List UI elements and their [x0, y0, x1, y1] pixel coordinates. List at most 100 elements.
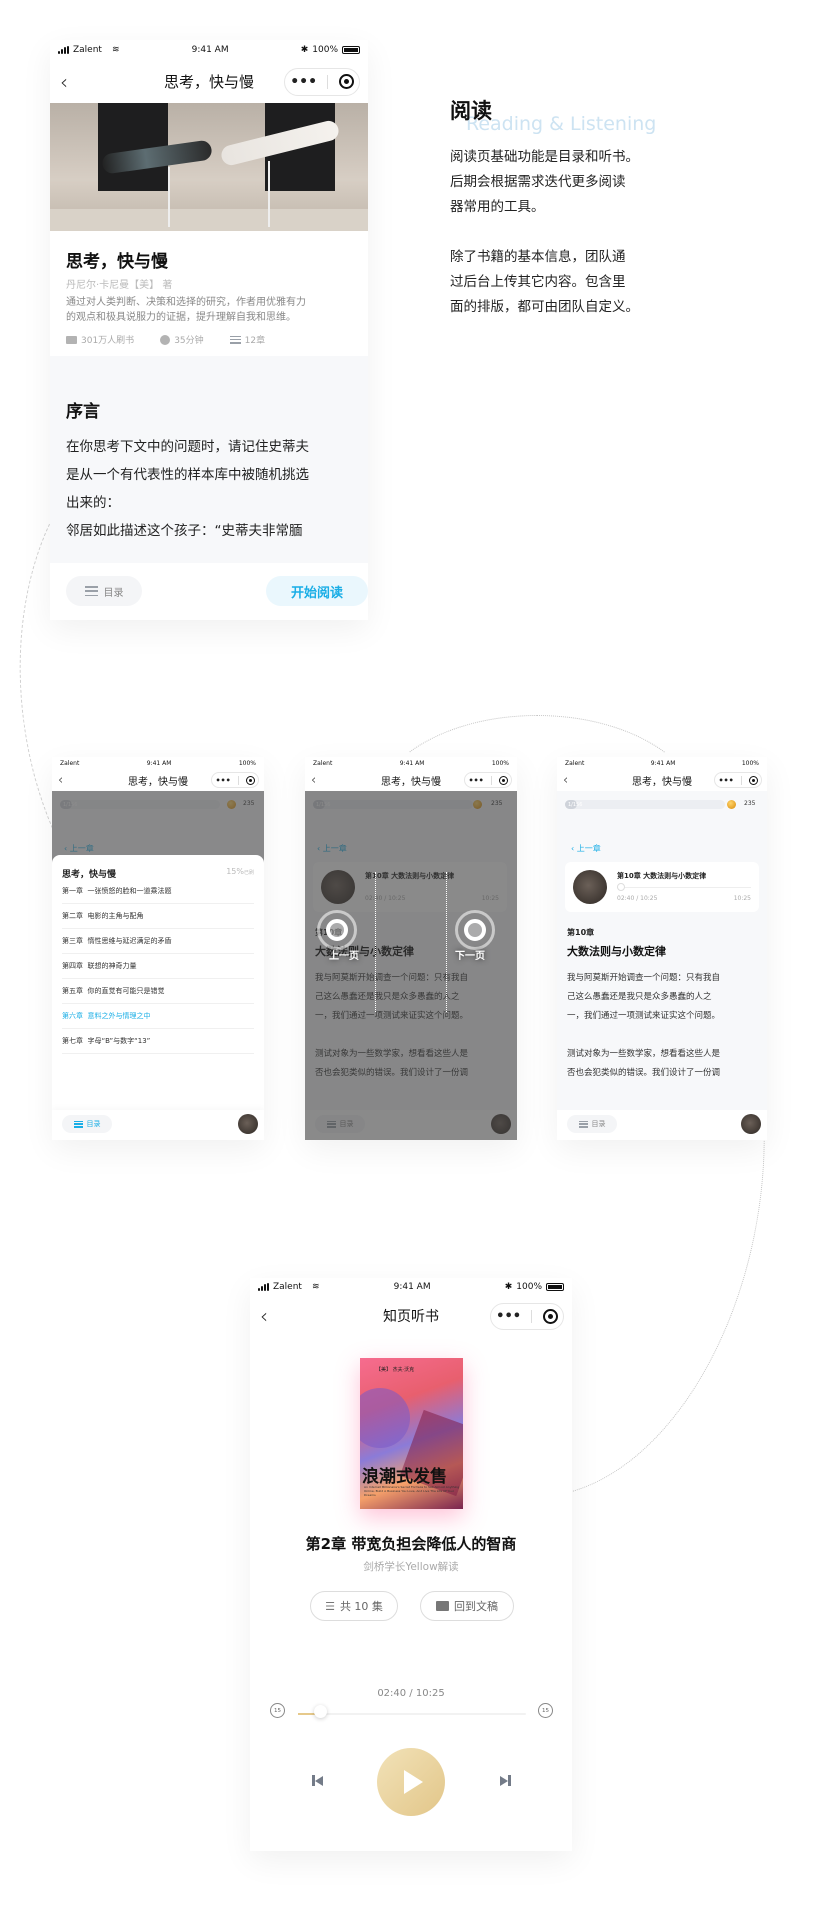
connector-arc-middle: [372, 715, 702, 915]
close-target-icon[interactable]: [542, 1308, 558, 1324]
battery-icon: [342, 46, 360, 54]
tap-prev-page-icon[interactable]: [317, 910, 357, 950]
back-to-text-button[interactable]: 回到文稿: [420, 1591, 514, 1621]
chapter-title: 大数法则与小数定律: [567, 945, 666, 958]
chapter-item[interactable]: 第七章 字母“B”与数字“13”: [62, 1029, 254, 1054]
preface-text: 在你思考下文中的问题时，请记住史蒂夫 是从一个有代表性的样本库中被随机挑选 出来…: [66, 439, 309, 539]
seek-knob[interactable]: [314, 1705, 327, 1718]
audio-mini-player[interactable]: [741, 1114, 761, 1134]
chapter-item[interactable]: 第三章 惰性思维与延迟满足的矛盾: [62, 929, 254, 954]
close-target-icon[interactable]: [748, 775, 758, 785]
seek-progress: [298, 1713, 320, 1715]
mini-program-capsule: •••: [211, 772, 259, 788]
annotation-panel: Reading & Listening 阅读 阅读页基础功能是目录和听书。 后期…: [450, 95, 710, 320]
status-bar: Zalent≋ 9:41 AM ✱100%: [50, 40, 368, 60]
back-button[interactable]: ‹: [311, 772, 317, 788]
signal-icon: [58, 46, 69, 54]
annotation-paragraph-2: 除了书籍的基本信息，团队通 过后台上传其它内容。包含里 面的排版，都可由团队自定…: [450, 249, 639, 315]
prev-chapter-link[interactable]: ‹ 上一章: [571, 844, 601, 853]
episode-title: 第2章 带宽负担会降低人的智商: [305, 1535, 517, 1553]
cover-title: 浪潮式发售: [362, 1467, 447, 1487]
nav-title: 知页听书: [383, 1309, 439, 1325]
tap-zone-divider-right: [446, 872, 447, 1012]
signal-icon: [258, 1283, 269, 1291]
battery-icon: [546, 1283, 564, 1291]
bluetooth-icon: ✱: [504, 1282, 513, 1292]
list-icon: [229, 335, 241, 344]
coin-count: 235: [744, 800, 756, 807]
chapters-stat: 12章: [229, 333, 265, 346]
more-icon[interactable]: •••: [290, 73, 318, 90]
close-target-icon[interactable]: [338, 74, 354, 89]
annotation-paragraph-1: 阅读页基础功能是目录和听书。 后期会根据需求迭代更多阅读 器常用的工具。: [450, 149, 639, 215]
more-icon[interactable]: •••: [496, 1308, 522, 1324]
play-button[interactable]: [377, 1748, 445, 1816]
playback-time: 02:40 / 10:25: [377, 1688, 445, 1699]
chapter-item[interactable]: 第四章 联想的神奇力量: [62, 954, 254, 979]
audio-progress-knob[interactable]: [617, 883, 625, 891]
coin-icon: [727, 800, 736, 809]
toc-button[interactable]: 目录: [567, 1115, 617, 1133]
rewind-15-button[interactable]: 15: [270, 1703, 285, 1718]
wifi-icon: ≋: [311, 1282, 320, 1292]
previous-track-button[interactable]: [312, 1775, 323, 1786]
more-icon[interactable]: •••: [215, 775, 231, 785]
seek-track[interactable]: [298, 1713, 526, 1715]
audio-player-screen: Zalent≋ 9:41 AM ✱100% ‹ 知页听书 ••• 【美】 杰夫·…: [250, 1278, 572, 1851]
annotation-subtitle: Reading & Listening: [466, 113, 657, 135]
toc-button[interactable]: 目录: [66, 576, 142, 606]
mini-program-capsule: •••: [490, 1302, 564, 1330]
annotation-title: 阅读: [450, 98, 492, 123]
episodes-button[interactable]: ☰共 10 集: [310, 1591, 398, 1621]
back-button[interactable]: ‹: [563, 772, 569, 788]
list-icon: ☰: [325, 1599, 335, 1613]
nav-bar: ‹ 思考，快与慢 •••: [305, 769, 517, 791]
document-icon: [436, 1601, 449, 1611]
more-icon[interactable]: •••: [468, 775, 484, 785]
close-target-icon[interactable]: [245, 775, 255, 785]
clock-icon: [160, 334, 171, 345]
start-reading-button[interactable]: 开始阅读: [266, 576, 368, 606]
book-description: 通过对人类判断、决策和选择的研究，作者用优雅有力 的观点和极具说服力的证据，提升…: [66, 297, 306, 323]
close-target-icon[interactable]: [498, 775, 508, 785]
bluetooth-icon: ✱: [300, 45, 309, 55]
next-track-button[interactable]: [500, 1775, 511, 1786]
audio-card[interactable]: 第10章 大数法则与小数定律 02:40 / 10:25 10:25: [565, 862, 759, 912]
back-button[interactable]: ‹: [260, 1304, 268, 1328]
book-info-card: 思考，快与慢 丹尼尔·卡尼曼【美】 著 通过对人类判断、决策和选择的研究，作者用…: [50, 231, 368, 356]
back-button[interactable]: ‹: [58, 772, 64, 788]
page-progress-bar[interactable]: 1/156: [565, 800, 725, 809]
book-detail-screen: Zalent≋ 9:41 AM ✱100% ‹ 思考，快与慢 ••• 思考，快与…: [50, 40, 368, 620]
list-icon: [73, 1120, 83, 1128]
chapter-item[interactable]: 第二章 电影的主角与配角: [62, 904, 254, 929]
list-icon: [578, 1120, 588, 1128]
audio-thumbnail: [573, 870, 607, 904]
bottom-bar: 目录: [557, 1110, 767, 1140]
nav-bar: ‹ 知页听书 •••: [250, 1296, 572, 1336]
chapter-item[interactable]: 第五章 你的直觉有可能只是错觉: [62, 979, 254, 1004]
book-title: 思考，快与慢: [66, 252, 168, 272]
audio-progress-track[interactable]: [617, 887, 751, 888]
book-author: 丹尼尔·卡尼曼【美】 著: [66, 280, 173, 291]
chapter-list: 第一章 一张愤怒的脸和一道乘法题 第二章 电影的主角与配角 第三章 惰性思维与延…: [62, 879, 254, 1054]
chapter-item-active[interactable]: 第六章 意料之外与情理之中: [62, 1004, 254, 1029]
status-bar: Zalent≋ 9:41 AM ✱100%: [250, 1278, 572, 1296]
toc-button-active[interactable]: 目录: [62, 1115, 112, 1133]
back-button[interactable]: ‹: [60, 69, 68, 94]
chapter-item[interactable]: 第一章 一张愤怒的脸和一道乘法题: [62, 879, 254, 904]
forward-15-button[interactable]: 15: [538, 1703, 553, 1718]
bottom-bar: 目录 开始阅读: [50, 563, 368, 620]
gesture-overlay[interactable]: [305, 791, 517, 1140]
audio-mini-player[interactable]: [238, 1114, 258, 1134]
bottom-bar: 目录: [52, 1110, 264, 1140]
mini-program-capsule: •••: [464, 772, 512, 788]
more-icon[interactable]: •••: [718, 775, 734, 785]
tap-next-page-icon[interactable]: [455, 910, 495, 950]
nav-bar: ‹ 思考，快与慢 •••: [557, 769, 767, 791]
toc-sheet: 思考，快与慢 15%已刷 第一章 一张愤怒的脸和一道乘法题 第二章 电影的主角与…: [52, 855, 264, 1140]
